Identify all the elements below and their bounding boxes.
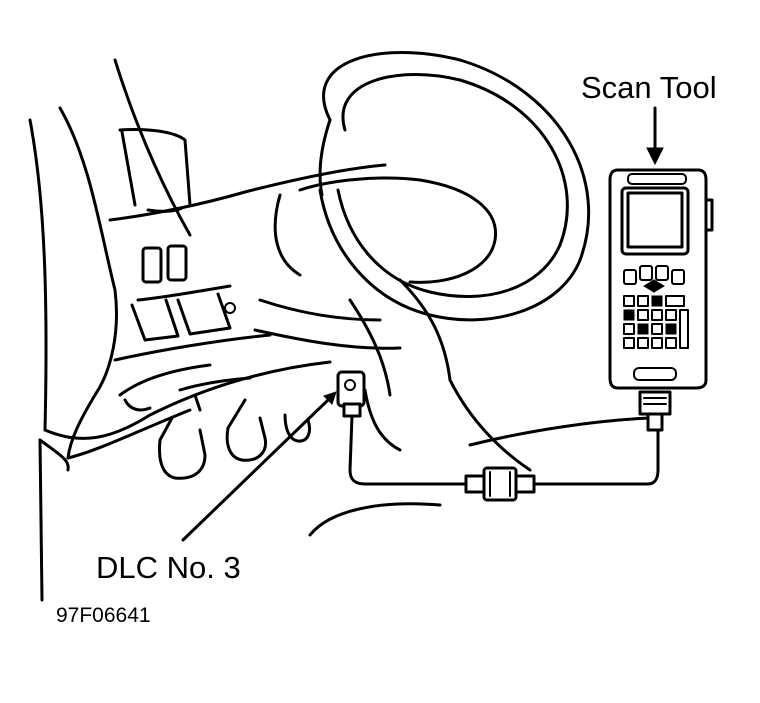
pedals [158, 398, 312, 480]
scan-tool-device [608, 168, 714, 432]
scan-tool-label: Scan Tool [581, 70, 717, 105]
cable [363, 428, 660, 502]
dashboard-panel [28, 58, 402, 602]
floor-lines [308, 388, 652, 537]
scan-tool-keypad [623, 265, 689, 349]
figure-id-label: 97F06641 [56, 604, 151, 627]
steering-wheel [273, 51, 590, 472]
dlc-connector [336, 370, 367, 486]
leader-arrows [181, 106, 664, 542]
dlc-label: DLC No. 3 [96, 550, 241, 585]
